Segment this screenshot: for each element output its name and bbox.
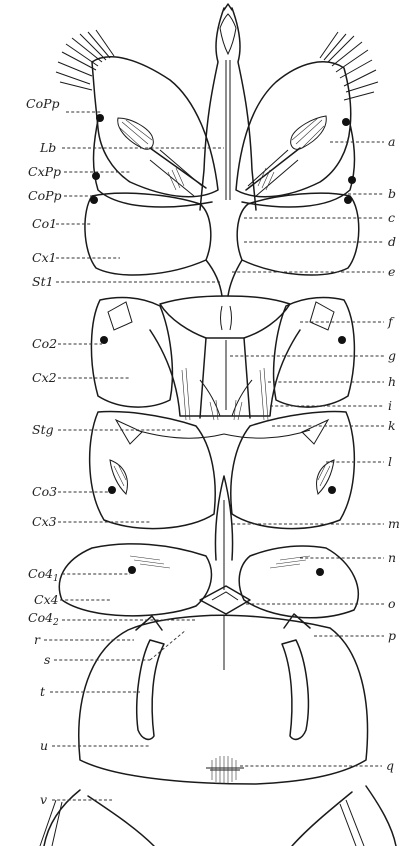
coxa-1 [85, 193, 359, 296]
label-d: d [244, 234, 396, 249]
label-Cx4: Cx4 [34, 592, 110, 607]
body-drawing [40, 4, 396, 846]
svg-text:CxPp: CxPp [28, 164, 61, 179]
svg-text:i: i [388, 398, 392, 413]
label-h: h [268, 374, 396, 389]
label-Stg: Stg [32, 422, 182, 437]
coxa-4 [59, 544, 358, 618]
condyle-dot [328, 486, 336, 494]
svg-text:d: d [388, 234, 396, 249]
svg-text:r: r [34, 632, 41, 647]
condyle-dot [316, 568, 324, 576]
svg-text:t: t [40, 684, 46, 699]
svg-text:u: u [40, 738, 48, 753]
svg-text:Stg: Stg [32, 422, 54, 437]
svg-text:CoPp: CoPp [26, 96, 60, 111]
label-Co3: Co3 [32, 484, 110, 499]
label-o: o [246, 596, 396, 611]
svg-text:Co2: Co2 [32, 336, 57, 351]
svg-text:m: m [388, 516, 400, 531]
label-CoPp-top: CoPp [26, 96, 102, 112]
svg-text:k: k [388, 418, 396, 433]
label-Co1: Co1 [32, 216, 92, 231]
condyle-dot [128, 566, 136, 574]
label-Co4-1: Co41 [28, 566, 130, 584]
label-g: g [230, 348, 396, 363]
label-s: s [44, 630, 186, 667]
label-St1: St1 [32, 274, 220, 289]
label-f: f [300, 314, 395, 329]
label-t: t [40, 684, 140, 699]
svg-text:Co42: Co42 [28, 610, 59, 628]
condyle-dot [344, 196, 352, 204]
svg-text:n: n [388, 550, 396, 565]
label-CoPp-2: CoPp [28, 188, 92, 203]
svg-text:f: f [387, 314, 395, 329]
label-Cx1: Cx1 [32, 250, 120, 265]
condyle-dot [100, 336, 108, 344]
label-l: l [326, 454, 392, 469]
svg-text:v: v [40, 792, 47, 807]
label-CxPp: CxPp [28, 164, 130, 179]
abdomen [79, 614, 368, 784]
svg-text:CoPp: CoPp [28, 188, 62, 203]
condyle-dot [338, 336, 346, 344]
label-u: u [40, 738, 150, 753]
svg-text:e: e [388, 264, 395, 279]
label-c: c [244, 210, 395, 225]
right-label-group: a b c d e f g h [230, 134, 400, 773]
svg-text:q: q [386, 758, 394, 773]
svg-text:Cx1: Cx1 [32, 250, 57, 265]
coxa-2 [91, 298, 354, 408]
label-b: b [348, 186, 396, 201]
svg-text:Co1: Co1 [32, 216, 57, 231]
condyle-dot [96, 114, 104, 122]
svg-text:a: a [388, 134, 395, 149]
label-m: m [232, 516, 400, 531]
svg-text:Lb: Lb [39, 140, 56, 155]
svg-text:Co41: Co41 [28, 566, 59, 584]
label-q: q [240, 758, 394, 773]
pedipalp-left [92, 57, 218, 197]
labium [200, 4, 256, 210]
pedipalp-bristles-left [56, 30, 114, 90]
condyle-dot [90, 196, 98, 204]
svg-text:p: p [388, 628, 396, 643]
svg-text:c: c [388, 210, 395, 225]
svg-text:l: l [388, 454, 392, 469]
svg-text:Cx2: Cx2 [32, 370, 57, 385]
condyle-dot [108, 486, 116, 494]
svg-text:Co3: Co3 [32, 484, 57, 499]
coxa-3 [90, 412, 355, 590]
label-r: r [34, 632, 134, 647]
svg-text:g: g [388, 348, 396, 363]
svg-text:b: b [388, 186, 396, 201]
condyle-dot [92, 172, 100, 180]
label-i: i [270, 398, 392, 413]
label-Cx2: Cx2 [32, 370, 130, 385]
condyle-dot [342, 118, 350, 126]
svg-text:o: o [388, 596, 396, 611]
svg-text:s: s [44, 652, 50, 667]
condyle-dot [348, 176, 356, 184]
svg-text:Cx4: Cx4 [34, 592, 59, 607]
label-Lb: Lb [39, 140, 224, 155]
lower-segment [40, 786, 396, 846]
svg-text:St1: St1 [32, 274, 54, 289]
svg-text:h: h [388, 374, 396, 389]
label-a: a [330, 134, 395, 149]
label-p: p [314, 628, 396, 643]
svg-text:Cx3: Cx3 [32, 514, 57, 529]
label-n: n [300, 550, 396, 565]
label-k: k [272, 418, 396, 433]
